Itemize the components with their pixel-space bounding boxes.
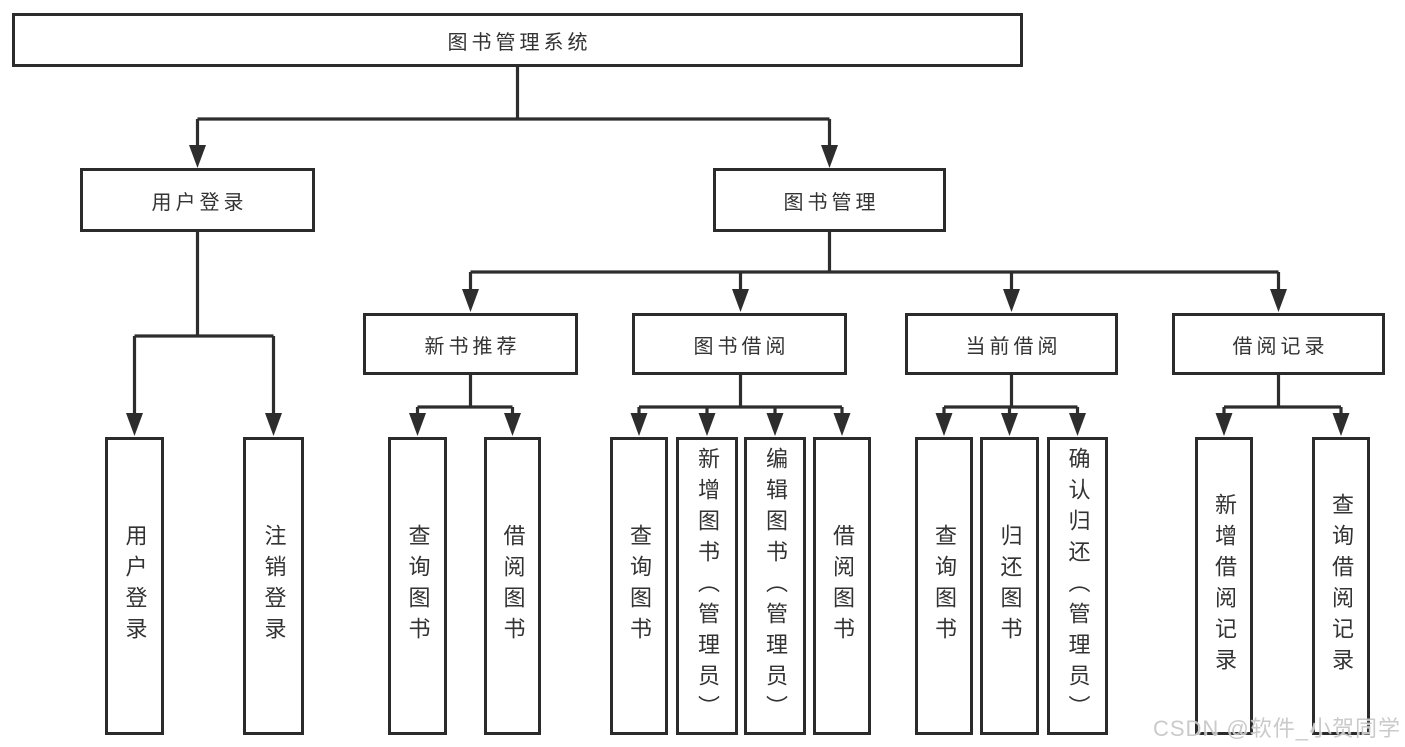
node-label: 归还图书	[997, 524, 1023, 648]
node-label: 借阅图书	[500, 524, 526, 648]
node-label: 查询图书	[405, 524, 431, 648]
arrowheads-level3	[462, 289, 1287, 312]
node-label: 新书推荐	[424, 335, 521, 358]
arrowheads-current-borrow-leaves	[935, 413, 1086, 436]
node-new-book-recommendation: 新书推荐	[363, 313, 578, 375]
leaf-confirm-return-admin: 确认归还（管理员）	[1047, 437, 1108, 735]
node-book-management: 图书管理	[713, 168, 946, 232]
arrowheads-book-borrow-leaves	[630, 413, 851, 436]
arrowheads-new-book-leaves	[409, 413, 521, 436]
leaf-logout: 注销登录	[243, 437, 304, 735]
node-label: 注销登录	[261, 524, 287, 648]
arrowheads-borrow-record-leaves	[1215, 413, 1350, 436]
leaf-borrow-books: 借阅图书	[813, 437, 871, 735]
node-label: 用户登录	[151, 191, 248, 214]
node-label: 借阅记录	[1232, 335, 1329, 358]
node-label: 当前借阅	[965, 335, 1062, 358]
node-user-login: 用户登录	[80, 168, 315, 232]
node-current-borrowing: 当前借阅	[905, 313, 1118, 375]
leaf-user-login: 用户登录	[105, 437, 164, 735]
leaf-add-borrow-record: 新增借阅记录	[1195, 437, 1253, 735]
leaf-borrow-books: 借阅图书	[484, 437, 541, 735]
node-label: 用户登录	[122, 524, 148, 648]
leaf-query-books: 查询图书	[915, 437, 973, 735]
leaf-add-books-admin: 新增图书（管理员）	[676, 437, 738, 735]
connector-borrow-record-to-leaves	[1222, 375, 1343, 414]
node-label: 图书管理	[783, 191, 880, 214]
node-label: 新增图书（管理员）	[695, 446, 720, 726]
node-borrowing-records: 借阅记录	[1172, 313, 1385, 375]
leaf-query-books: 查询图书	[610, 437, 668, 735]
arrowheads-user-login-leaves	[126, 413, 282, 436]
connector-root-to-level2	[195, 66, 832, 146]
node-label: 图书管理系统	[447, 31, 592, 54]
csdn-watermark: CSDN @软件_小贺同学	[1152, 716, 1401, 741]
leaf-edit-books-admin: 编辑图书（管理员）	[744, 437, 806, 735]
node-library-management-system: 图书管理系统	[12, 13, 1023, 67]
node-label: 图书借阅	[693, 335, 790, 358]
node-label: 编辑图书（管理员）	[763, 446, 788, 726]
connector-current-borrow-to-leaves	[942, 375, 1080, 414]
leaf-return-books: 归还图书	[980, 437, 1039, 735]
connector-user-login-to-leaves	[132, 232, 276, 414]
node-label: 查询图书	[627, 524, 652, 648]
node-label: 查询借阅记录	[1329, 493, 1354, 679]
connector-new-book-to-leaves	[415, 375, 515, 414]
node-label: 借阅图书	[830, 524, 855, 648]
arrowheads-level2	[189, 145, 838, 168]
node-book-borrowing: 图书借阅	[632, 313, 847, 375]
node-label: 确认归还（管理员）	[1065, 446, 1091, 726]
leaf-query-borrow-record: 查询借阅记录	[1312, 437, 1370, 735]
leaf-query-books: 查询图书	[388, 437, 447, 735]
node-label: 查询图书	[932, 524, 957, 648]
connector-book-mgmt-to-level3	[468, 232, 1281, 290]
node-label: 新增借阅记录	[1212, 493, 1237, 679]
connector-book-borrow-to-leaves	[637, 375, 844, 414]
